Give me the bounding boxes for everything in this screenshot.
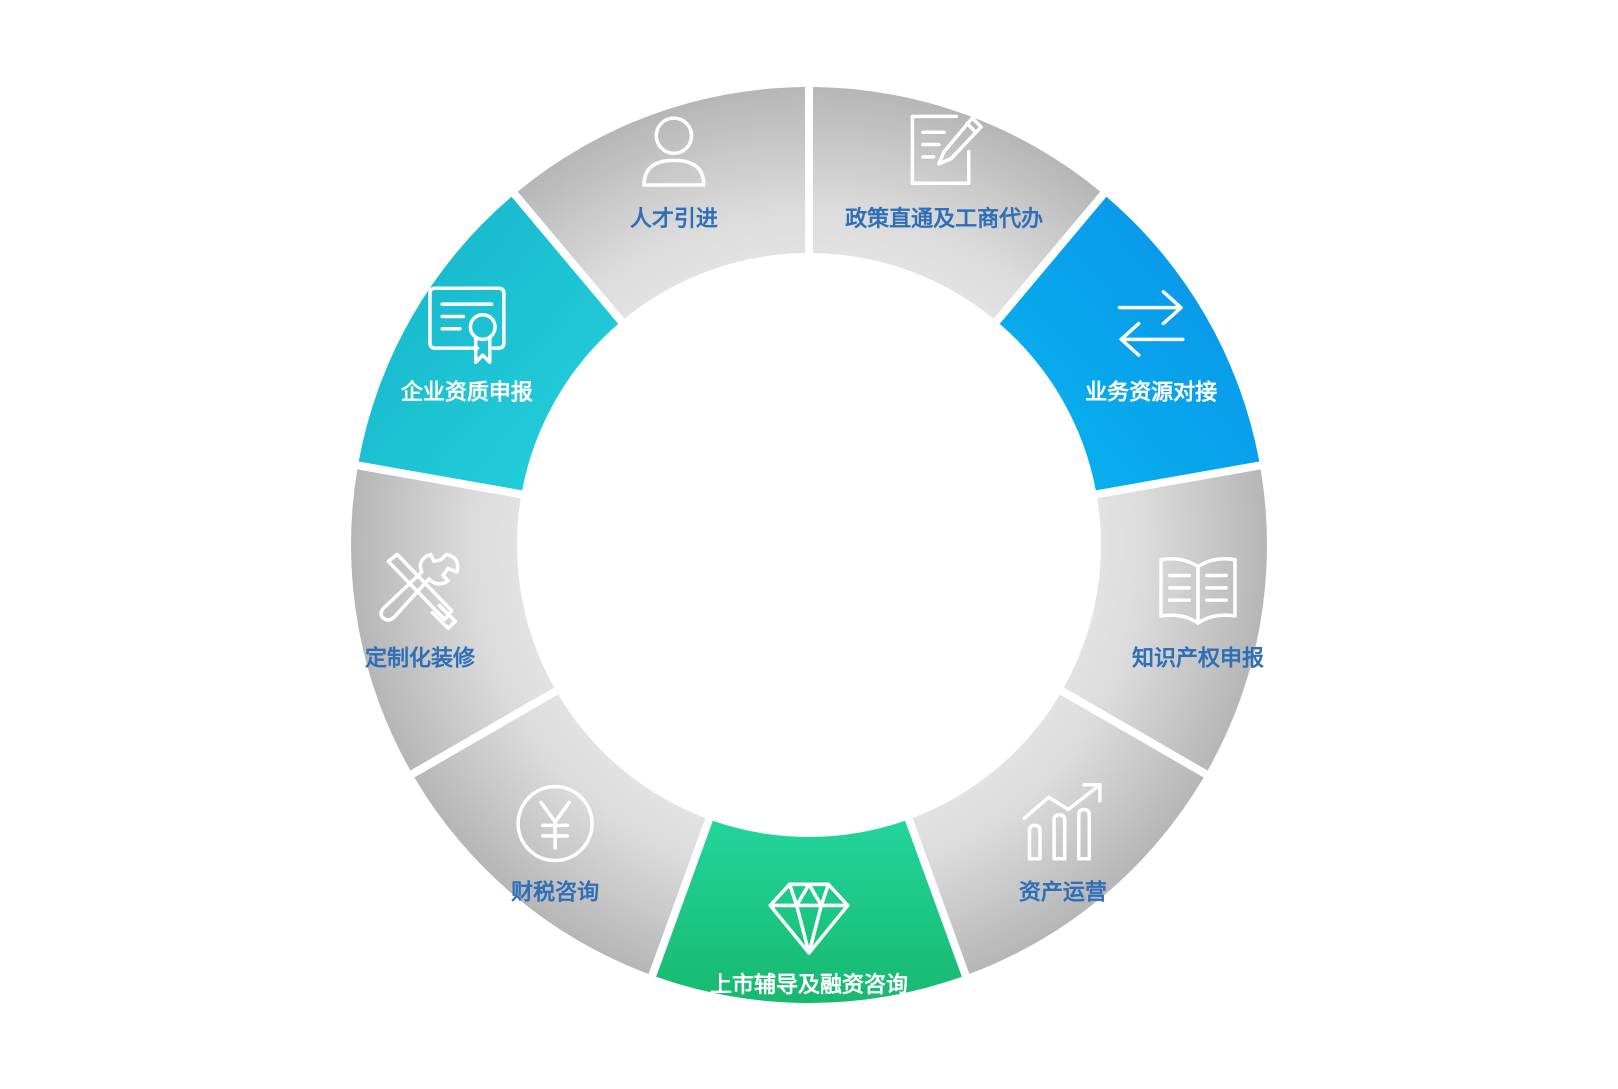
- segment-tax[interactable]: 财税咨询: [414, 694, 706, 974]
- segment-ip-shape[interactable]: [1063, 469, 1267, 771]
- segment-ip[interactable]: 知识产权申报: [1063, 469, 1267, 771]
- segment-business[interactable]: 业务资源对接: [999, 196, 1260, 491]
- segment-asset-label: 资产运营: [1019, 881, 1107, 906]
- segment-decor-label: 定制化装修: [365, 646, 476, 672]
- segment-business-shape[interactable]: [999, 196, 1260, 491]
- segment-policy-label: 政策直通及工商代办: [845, 206, 1043, 232]
- segment-qualification[interactable]: 企业资质申报: [358, 196, 619, 491]
- segment-asset-shape[interactable]: [912, 694, 1204, 974]
- segment-decor[interactable]: 定制化装修: [351, 469, 555, 771]
- segment-ipo-shape[interactable]: [656, 820, 962, 1003]
- segment-ipo[interactable]: 上市辅导及融资咨询: [656, 820, 962, 1003]
- segment-tax-label: 财税咨询: [511, 880, 599, 906]
- segment-policy[interactable]: 政策直通及工商代办: [812, 87, 1101, 319]
- segment-talent-shape[interactable]: [517, 87, 806, 319]
- segment-talent-label: 人才引进: [630, 206, 718, 232]
- segment-asset[interactable]: 资产运营: [912, 694, 1204, 974]
- segment-ipo-label: 上市辅导及融资咨询: [710, 972, 908, 998]
- segment-policy-shape[interactable]: [812, 87, 1101, 319]
- segment-talent[interactable]: 人才引进: [517, 87, 806, 319]
- segment-qualification-label: 企业资质申报: [400, 380, 533, 406]
- segment-business-label: 业务资源对接: [1085, 381, 1217, 406]
- segment-ip-label: 知识产权申报: [1132, 646, 1264, 672]
